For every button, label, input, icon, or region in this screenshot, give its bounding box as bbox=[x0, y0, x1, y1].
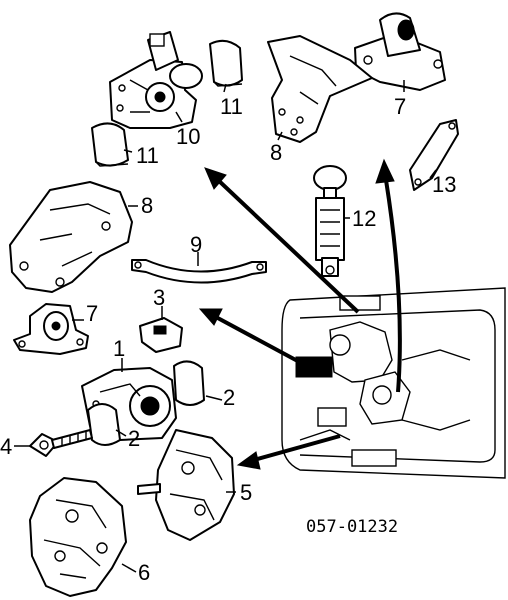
part-2-pad-lower bbox=[87, 403, 121, 446]
callout-11-upper: 11 bbox=[220, 94, 243, 119]
callout-9: 9 bbox=[190, 232, 202, 257]
callout-11-lower: 11 bbox=[136, 143, 159, 168]
part-10-mount bbox=[109, 31, 203, 129]
part-7-mount-upper bbox=[354, 12, 446, 91]
part-5-bracket bbox=[137, 429, 235, 541]
part-11-pad-lower bbox=[91, 122, 129, 167]
part-8-bracket-upper bbox=[267, 35, 373, 143]
callout-3: 3 bbox=[153, 285, 165, 310]
callout-7-lower: 7 bbox=[86, 301, 98, 326]
part-13-bracket bbox=[409, 119, 459, 191]
callout-2-upper: 2 bbox=[223, 385, 235, 410]
callout-10: 10 bbox=[176, 124, 200, 149]
callout-7-upper: 7 bbox=[394, 94, 406, 119]
part-6-bracket bbox=[29, 477, 127, 597]
part-12-damper bbox=[313, 165, 347, 277]
callout-labels: 8 9 3 7 1 2 2 4 5 6 10 11 11 8 7 12 13 bbox=[0, 94, 456, 585]
location-arrows bbox=[198, 158, 402, 470]
callout-1: 1 bbox=[113, 336, 125, 361]
callout-6: 6 bbox=[138, 560, 150, 585]
callout-8-lower: 8 bbox=[141, 193, 153, 218]
part-9-strap bbox=[131, 259, 267, 284]
vehicle-outline bbox=[281, 287, 506, 479]
part-11-pad-upper bbox=[209, 39, 243, 87]
callout-8-upper: 8 bbox=[270, 140, 282, 165]
diagram-reference-code: 057-01232 bbox=[306, 517, 398, 537]
callout-12: 12 bbox=[352, 206, 376, 231]
callout-13: 13 bbox=[432, 172, 456, 197]
part-4-bolt bbox=[29, 429, 93, 457]
part-2-pad-upper bbox=[173, 360, 205, 406]
leader-lines bbox=[14, 80, 437, 573]
callout-5: 5 bbox=[240, 480, 252, 505]
callout-2-lower: 2 bbox=[128, 426, 140, 451]
part-7-mount-lower bbox=[13, 303, 89, 355]
part-8-bracket-lower bbox=[9, 181, 133, 293]
callout-4: 4 bbox=[0, 434, 12, 459]
part-3-insulator bbox=[139, 317, 183, 353]
